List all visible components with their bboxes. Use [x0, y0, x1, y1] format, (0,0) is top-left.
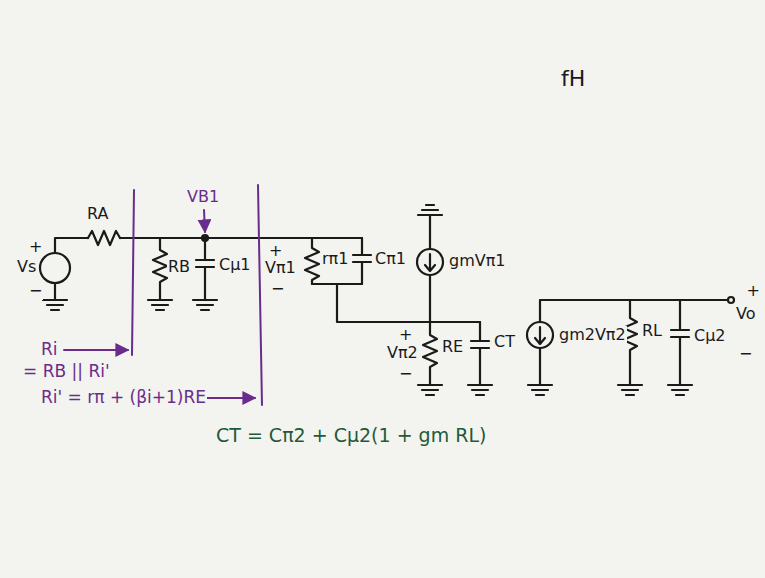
component-name: RL — [641, 322, 663, 340]
frequency-symbol: fH — [560, 66, 586, 91]
component-name: RB — [167, 258, 191, 276]
capacitor-symbol — [671, 330, 689, 337]
output-terminal — [728, 297, 734, 303]
component-name: Cμ1 — [218, 256, 252, 274]
equation: CT = Cπ2 + Cμ2(1 + gm RL) — [215, 425, 487, 447]
ground-symbol — [193, 300, 217, 310]
source-name: gm2Vπ2 — [558, 326, 627, 344]
circuit-wires — [40, 205, 734, 395]
ground-symbol — [468, 385, 492, 395]
polarity-sign: + — [398, 326, 413, 344]
source-name: gmVπ1 — [448, 252, 507, 270]
ground-symbol — [528, 385, 552, 395]
resistor-symbol — [305, 238, 319, 284]
current-source-symbol — [527, 322, 553, 348]
capacitor-symbol — [471, 341, 489, 348]
ground-symbol — [418, 205, 442, 215]
resistor-symbol — [153, 238, 167, 300]
capacitor-symbol — [353, 255, 371, 262]
polarity-sign: − — [270, 280, 285, 298]
wire — [479, 322, 481, 385]
voltage-name: Vπ2 — [386, 344, 419, 362]
component-name: Cμ2 — [693, 327, 727, 345]
ground-symbol — [43, 300, 67, 310]
node-voltage-name: VB1 — [186, 188, 220, 206]
polarity-sign: + — [28, 238, 43, 256]
resistor-symbol — [88, 231, 120, 245]
leader-arrow — [64, 349, 128, 351]
component-name: RA — [86, 205, 109, 223]
output-voltage-name: Vo — [735, 305, 757, 323]
current-source-symbol — [417, 249, 443, 275]
wire — [54, 283, 56, 300]
polarity-sign: + — [268, 242, 283, 260]
ground-symbol — [418, 385, 442, 395]
equation: = RB || Ri' — [22, 362, 111, 382]
resistance-name: Ri — [40, 340, 59, 360]
voltage-source-symbol — [40, 253, 70, 283]
ground-symbol — [618, 385, 642, 395]
wire — [429, 215, 431, 322]
source-name: Vs — [16, 258, 37, 276]
node-dot — [202, 235, 208, 241]
voltage-name: Vπ1 — [264, 259, 297, 277]
component-name: RE — [441, 338, 464, 356]
polarity-sign: − — [28, 282, 43, 300]
current-arrow — [425, 254, 435, 271]
polarity-sign: − — [398, 365, 413, 383]
wire — [204, 238, 206, 300]
wire — [540, 300, 728, 385]
cut-line — [258, 185, 262, 405]
cut-line — [132, 190, 134, 355]
wire — [312, 284, 480, 322]
wire — [679, 300, 681, 385]
current-arrow — [535, 327, 545, 344]
ground-symbol — [668, 385, 692, 395]
resistor-symbol — [423, 322, 437, 385]
equation: Ri' = rπ + (βi+1)RE — [40, 388, 207, 408]
polarity-sign: + — [746, 282, 761, 300]
leader-arrow — [204, 210, 205, 232]
capacitor-symbol — [196, 260, 214, 267]
ground-symbol — [148, 300, 172, 310]
component-name: rπ1 — [321, 250, 349, 268]
polarity-sign: − — [738, 345, 753, 363]
component-name: CT — [493, 333, 516, 351]
component-name: Cπ1 — [374, 250, 407, 268]
